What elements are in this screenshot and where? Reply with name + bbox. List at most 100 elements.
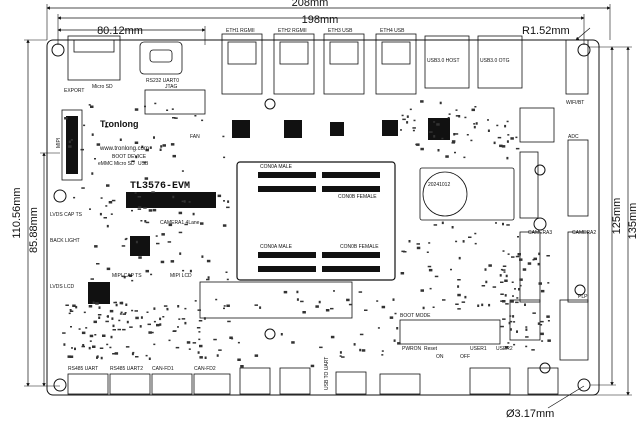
smd-part bbox=[100, 356, 103, 360]
smd-part bbox=[451, 142, 455, 144]
smd-part bbox=[389, 316, 394, 319]
smd-part bbox=[501, 145, 506, 148]
smd-part bbox=[515, 301, 519, 304]
smd-part bbox=[125, 303, 128, 306]
smd-part bbox=[412, 129, 415, 132]
smd-part bbox=[63, 343, 66, 346]
smd-part bbox=[511, 281, 514, 283]
mounting-hole bbox=[534, 164, 546, 176]
smd-part bbox=[502, 300, 506, 303]
smd-part bbox=[510, 300, 514, 303]
smd-part bbox=[519, 258, 523, 261]
smd-part bbox=[227, 200, 230, 203]
smd-part bbox=[500, 325, 504, 328]
smd-part bbox=[194, 115, 197, 117]
smd-part bbox=[455, 109, 458, 111]
smd-part bbox=[330, 307, 334, 310]
smd-part bbox=[144, 177, 149, 180]
smd-part bbox=[103, 217, 107, 219]
smd-part bbox=[156, 242, 160, 245]
smd-part bbox=[470, 139, 473, 142]
smd-part bbox=[153, 307, 156, 310]
bottom-label: Reset bbox=[424, 346, 438, 352]
smd-part bbox=[420, 100, 424, 103]
mipi-connector bbox=[61, 109, 83, 181]
usb-to-uart-connector bbox=[335, 371, 367, 395]
smd-part bbox=[400, 272, 405, 275]
smd-part bbox=[207, 276, 210, 279]
smd-part bbox=[196, 327, 201, 329]
smd-part bbox=[65, 304, 69, 306]
smd-part bbox=[150, 273, 153, 276]
smd-part bbox=[106, 224, 109, 228]
smd-part bbox=[500, 300, 503, 302]
smd-part bbox=[199, 344, 203, 348]
major-components bbox=[61, 107, 589, 361]
smd-part bbox=[119, 313, 122, 315]
bottom-label: PWRON bbox=[402, 346, 422, 352]
smd-part bbox=[184, 223, 188, 226]
smd-part bbox=[493, 141, 496, 145]
smd-part bbox=[83, 311, 86, 314]
smd-part bbox=[137, 196, 142, 198]
smd-part bbox=[121, 245, 126, 247]
smd-part bbox=[319, 346, 323, 349]
smd-part bbox=[457, 308, 461, 310]
smd-part bbox=[531, 349, 535, 351]
smd-part bbox=[179, 252, 182, 255]
smd-part bbox=[188, 201, 191, 203]
smd-part bbox=[119, 301, 124, 305]
smd-part bbox=[502, 222, 504, 226]
smd-part bbox=[139, 325, 142, 328]
smd-part bbox=[474, 106, 477, 108]
boot-mode-switches bbox=[399, 319, 501, 345]
smd-part bbox=[500, 268, 503, 271]
smd-part bbox=[156, 323, 160, 327]
smd-part bbox=[153, 320, 156, 323]
smd-part bbox=[97, 314, 102, 316]
smd-part bbox=[341, 356, 345, 358]
smd-part bbox=[143, 161, 146, 164]
conn-label: CON0B FEMALE bbox=[340, 244, 379, 250]
smd-part bbox=[95, 302, 99, 305]
smd-part bbox=[92, 345, 96, 348]
smd-part bbox=[226, 304, 230, 307]
usb-otg-connector bbox=[477, 35, 523, 89]
ic-chips bbox=[88, 118, 450, 304]
smd-part bbox=[537, 322, 540, 325]
bottom-label: RS485 UART bbox=[68, 366, 98, 372]
smd-part bbox=[240, 365, 244, 368]
smd-part bbox=[172, 117, 176, 119]
smd-part bbox=[473, 125, 476, 129]
smd-part bbox=[162, 316, 165, 318]
dim-hole-diameter: Ø3.17mm bbox=[506, 408, 554, 420]
smd-part bbox=[154, 102, 157, 105]
smd-part bbox=[280, 333, 283, 336]
mounting-hole bbox=[264, 98, 276, 110]
smd-part bbox=[517, 236, 519, 238]
smd-part bbox=[381, 350, 384, 352]
smd-part bbox=[197, 351, 200, 354]
smd-part bbox=[94, 245, 98, 248]
adc-header bbox=[519, 151, 539, 219]
smd-part bbox=[229, 336, 233, 339]
smd-part bbox=[96, 356, 98, 359]
smd-part bbox=[135, 356, 139, 358]
smd-part bbox=[504, 346, 509, 349]
top-label-eth2: ETH2 RGMII bbox=[278, 28, 307, 34]
smd-part bbox=[161, 233, 165, 236]
usb-connector bbox=[239, 367, 271, 395]
bottom-label: USER2 bbox=[496, 346, 513, 352]
smd-part bbox=[85, 327, 88, 329]
smd-part bbox=[126, 320, 129, 324]
smd-part bbox=[166, 308, 169, 311]
smd-part bbox=[175, 346, 180, 349]
smd-part bbox=[502, 318, 506, 320]
smd-part bbox=[439, 101, 442, 105]
smd-part bbox=[216, 354, 219, 357]
smd-part bbox=[188, 348, 191, 350]
smd-part bbox=[104, 126, 109, 128]
smd-part bbox=[144, 220, 147, 223]
top-label-rs232: RS232 UART0 bbox=[146, 78, 179, 84]
smd-part bbox=[147, 323, 151, 326]
